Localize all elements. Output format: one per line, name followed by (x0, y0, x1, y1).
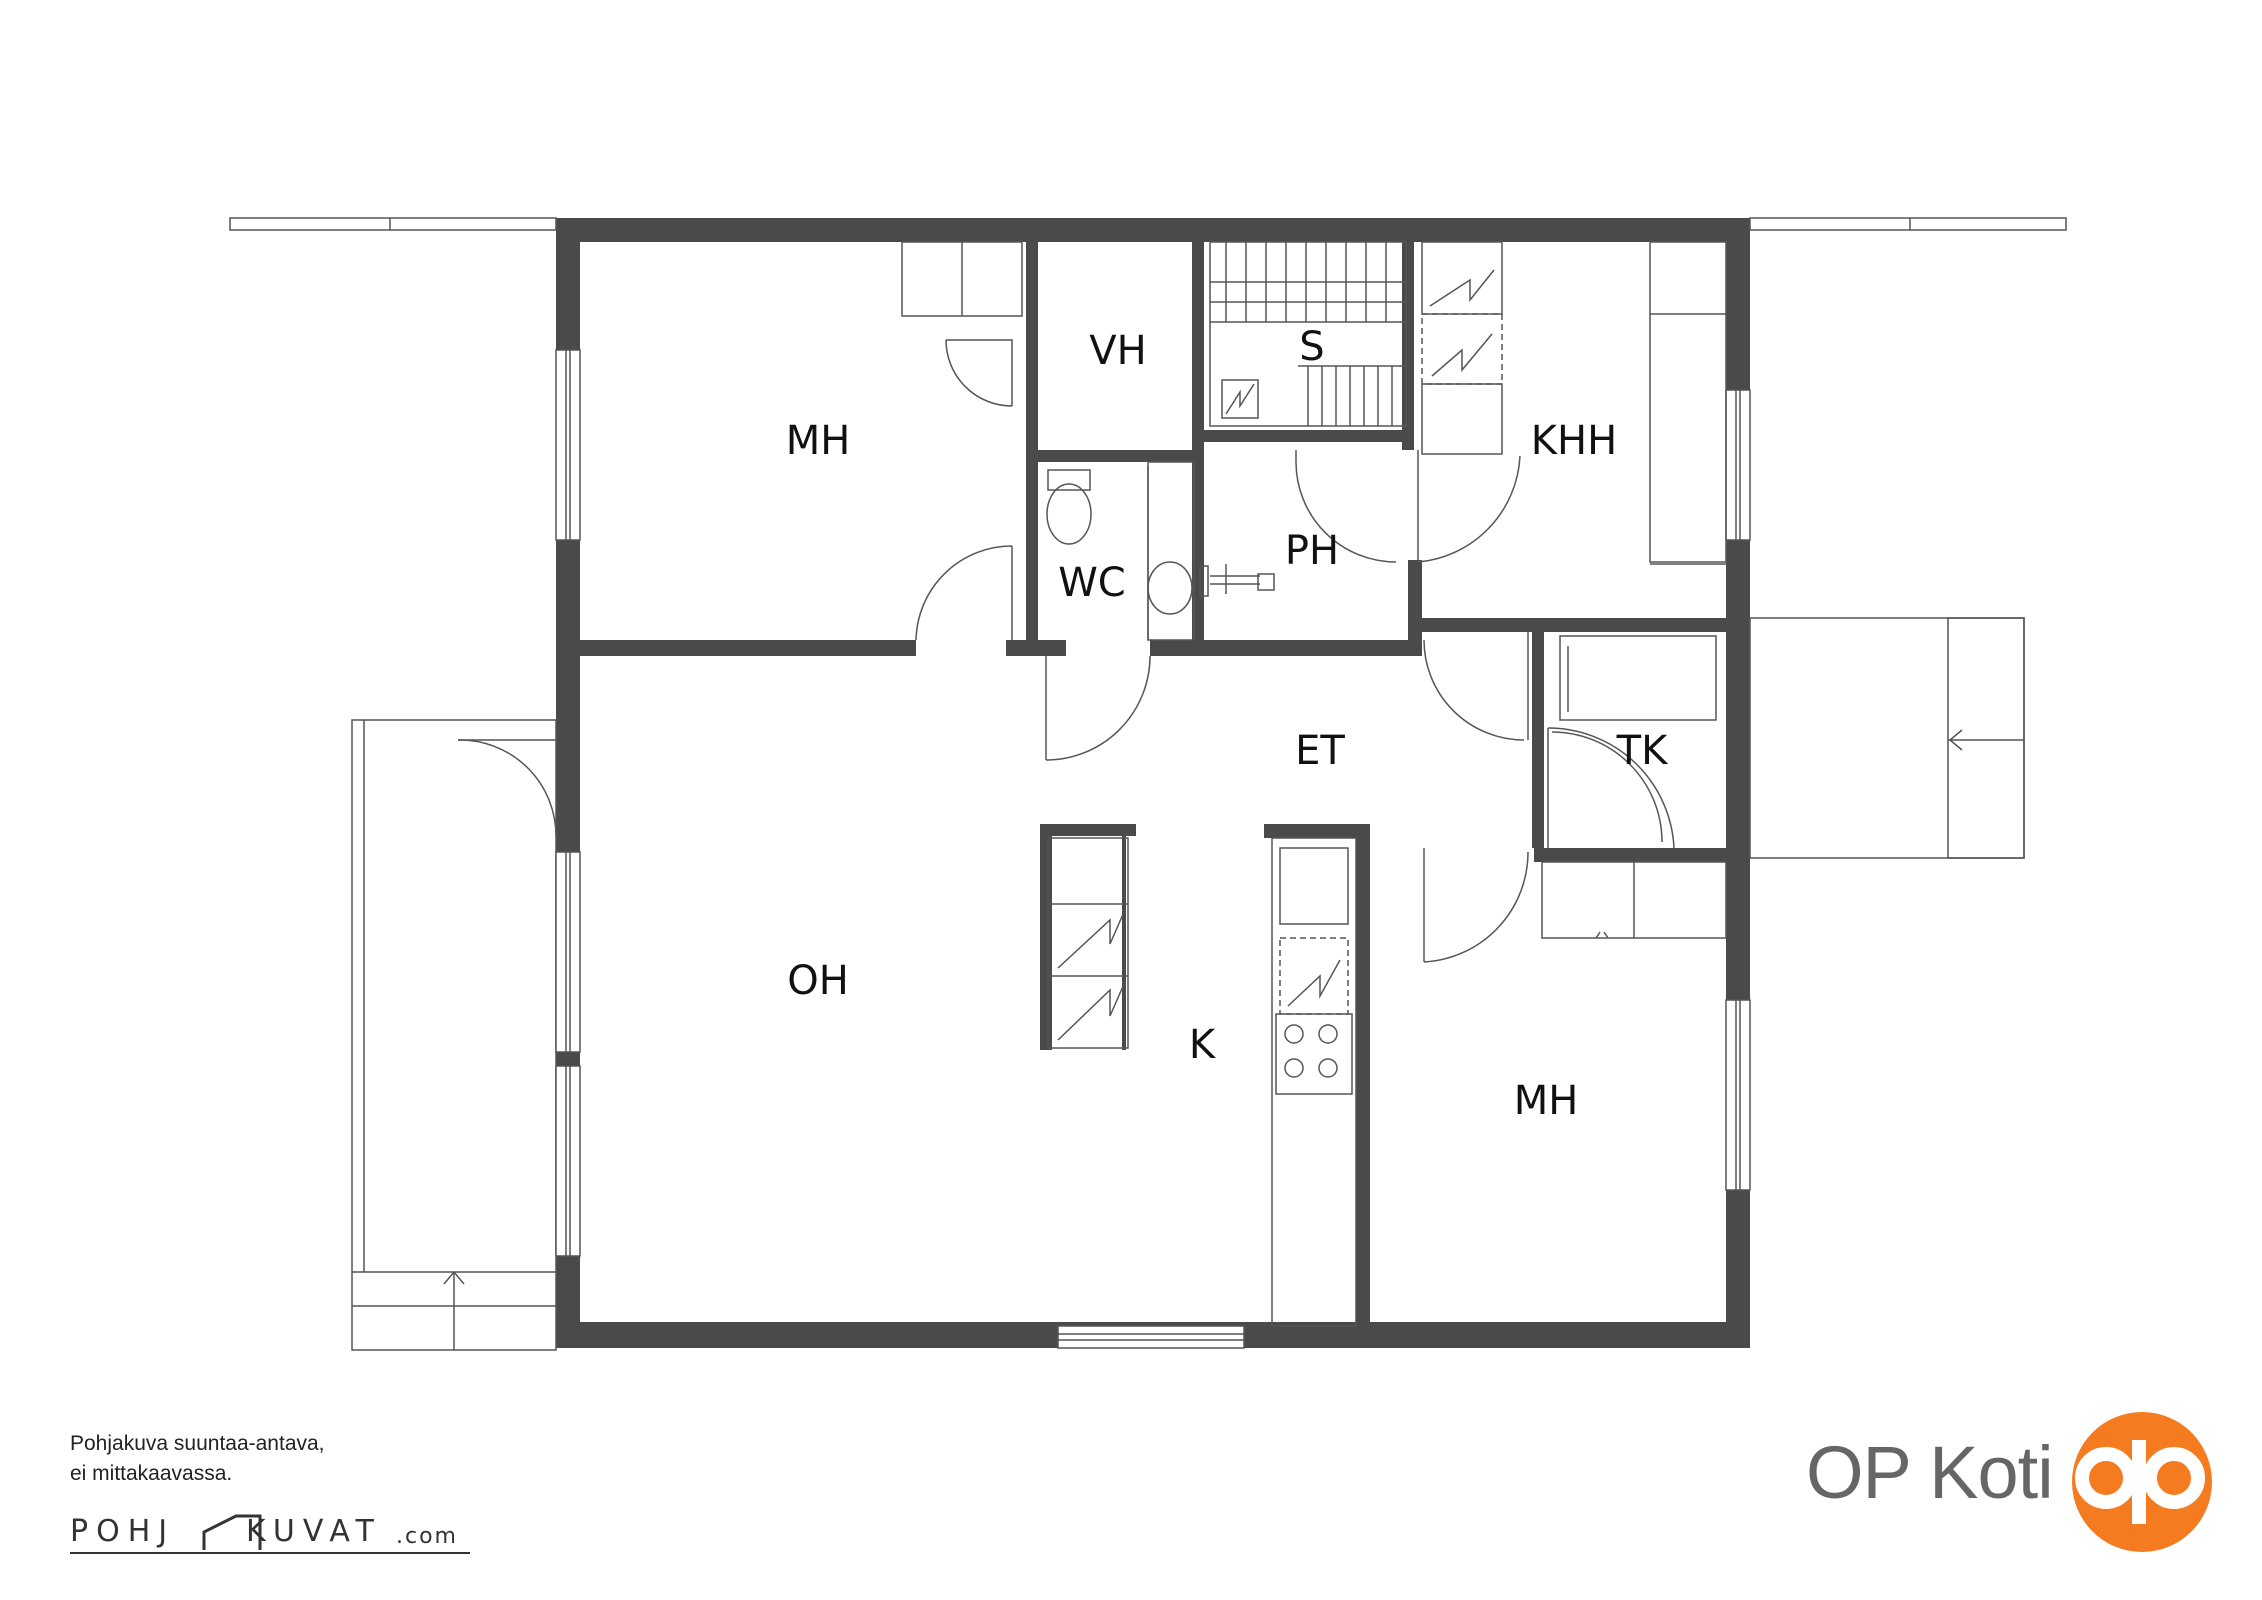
room-label-s: S (1299, 324, 1324, 370)
room-label-wc: WC (1058, 560, 1125, 606)
room-label-mh-top: MH (786, 418, 851, 464)
room-label-vh: VH (1089, 328, 1146, 374)
room-label-et: ET (1295, 728, 1345, 774)
fixtures (229, 217, 2067, 1351)
op-logo-icon (2072, 1412, 2212, 1552)
room-label-ph: PH (1285, 528, 1339, 574)
pohjakuvat-roof-icon (202, 1514, 262, 1550)
pohjakuvat-logo: POHJ KUVAT .com (70, 1510, 470, 1556)
room-label-tk: TK (1616, 728, 1669, 774)
room-label-oh: OH (787, 958, 849, 1004)
room-labels: MH VH S KHH WC PH ET TK OH K MH (786, 324, 1669, 1124)
pohjakuvat-logo-part1: POHJ (70, 1514, 176, 1549)
brand-name: OP Koti (1806, 1431, 2054, 1514)
pohjakuvat-logo-underline (70, 1552, 470, 1554)
walls (556, 218, 1750, 1348)
room-label-khh: KHH (1531, 418, 1617, 464)
pohjakuvat-logo-part2: KUVAT (246, 1514, 382, 1549)
room-label-k: K (1189, 1022, 1217, 1068)
pohjakuvat-logo-suffix: .com (396, 1524, 458, 1549)
room-label-mh-bottom: MH (1514, 1078, 1579, 1124)
disclaimer-line-2: ei mittakaavassa. (70, 1462, 233, 1485)
disclaimer-line-1: Pohjakuva suuntaa-antava, (70, 1432, 325, 1455)
